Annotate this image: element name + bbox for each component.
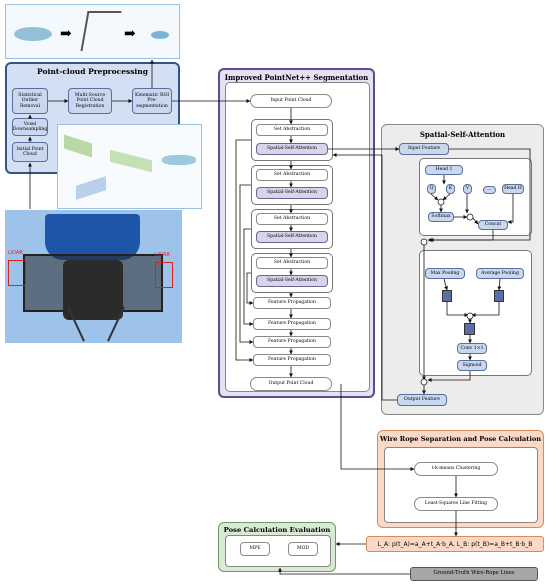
conv1x1-box: Conv 1×1: [457, 343, 487, 354]
spatial-self-attention-box: Spatial-Self-Attention: [256, 187, 328, 199]
rig-machinery: [63, 260, 123, 320]
point-cloud-thumbnail-2: [151, 31, 169, 39]
rig-canopy: [45, 214, 140, 260]
softmax-box: Softmax: [428, 212, 454, 222]
mod-box: MOD: [288, 542, 318, 556]
arrow-icon: ➡: [124, 26, 136, 42]
mpe-box: MPE: [240, 542, 270, 556]
head1-box: Head 1: [425, 165, 463, 175]
v-box: V: [463, 184, 472, 194]
kinematic-roi-box: Kinematic ROI Pre-segmentation: [132, 88, 172, 114]
wire-rope-inner: [384, 447, 538, 523]
multi-source-registration-box: Multi-Source Point Cloud Registration: [68, 88, 112, 114]
set-abstraction-box: Set Abstraction: [256, 257, 328, 269]
feature-propagation-box: Feature Propagation: [253, 318, 331, 330]
set-abstraction-box: Set Abstraction: [256, 169, 328, 181]
output-feature-box: Output Feature: [397, 394, 447, 406]
registered-point-cloud-panel: [57, 124, 202, 209]
avg-pooling-box: Average Pooling: [476, 268, 524, 279]
concat-box: Concat: [478, 220, 508, 230]
point-cloud-cluster: [162, 155, 196, 165]
line-equations: L_A: p(t_A)=a_A+t_A·b_A, L_B: p(t_B)=a_B…: [366, 536, 544, 552]
k-box: K: [446, 184, 455, 194]
feature-propagation-box: Feature Propagation: [253, 336, 331, 348]
lidar-marker-right: [155, 262, 173, 288]
set-abstraction-box: Set Abstraction: [256, 124, 328, 136]
spatial-self-attention-box: Spatial-Self-Attention: [256, 143, 328, 155]
lidar-label-left: LiDAR: [8, 250, 23, 256]
evaluation-title: Pose Calculation Evaluation: [223, 526, 331, 534]
q-box: Q: [427, 184, 436, 194]
point-cloud-thumbnail-1: [14, 27, 52, 41]
lidar-rig-photo: LiDAR LiDAR: [5, 210, 182, 343]
input-feature-box: Input Feature: [399, 143, 449, 155]
top-illustration-panel: ➡ ➡: [5, 4, 180, 59]
operator-circles: [420, 198, 474, 386]
feature-propagation-box: Feature Propagation: [253, 354, 331, 366]
avg-pool-feature-cube: [494, 290, 504, 302]
ellipsis-box: ...: [483, 186, 496, 194]
spatial-self-attention-box: Spatial-Self-Attention: [256, 231, 328, 243]
wire-rope-title: Wire Rope Separation and Pose Calculatio…: [379, 435, 542, 443]
lidar-marker-left: [8, 260, 26, 286]
feature-propagation-box: Feature Propagation: [253, 297, 331, 309]
max-pooling-box: Max Pooling: [425, 268, 465, 279]
set-abstraction-box: Set Abstraction: [256, 213, 328, 225]
lidar-label-right: LiDAR: [155, 252, 170, 258]
ssa-title: Spatial-Self-Attention: [419, 130, 506, 139]
concat-feature-cube: [464, 323, 475, 335]
headh-box: Head H: [502, 184, 524, 194]
spatial-self-attention-box: Spatial-Self-Attention: [256, 275, 328, 287]
input-point-cloud-box: Input Point Cloud: [250, 94, 332, 108]
statistical-outlier-box: Statistical Outlier Removal: [12, 88, 48, 114]
preprocessing-title: Point-cloud Preprocessing: [37, 67, 148, 76]
max-pool-feature-cube: [442, 290, 452, 302]
arrow-icon: ➡: [60, 26, 72, 42]
ground-truth-box: Ground-Truth Wire-Rope Lines: [410, 567, 538, 581]
kmeans-box: t-k-means Clustering: [414, 462, 498, 476]
initial-point-cloud-box: Initial Point Cloud: [12, 142, 48, 162]
output-point-cloud-box: Output Point Cloud: [250, 377, 332, 391]
sigmoid-box: Sigmoid: [457, 360, 487, 371]
least-squares-box: Least-Squares Line Fitting: [414, 497, 498, 511]
